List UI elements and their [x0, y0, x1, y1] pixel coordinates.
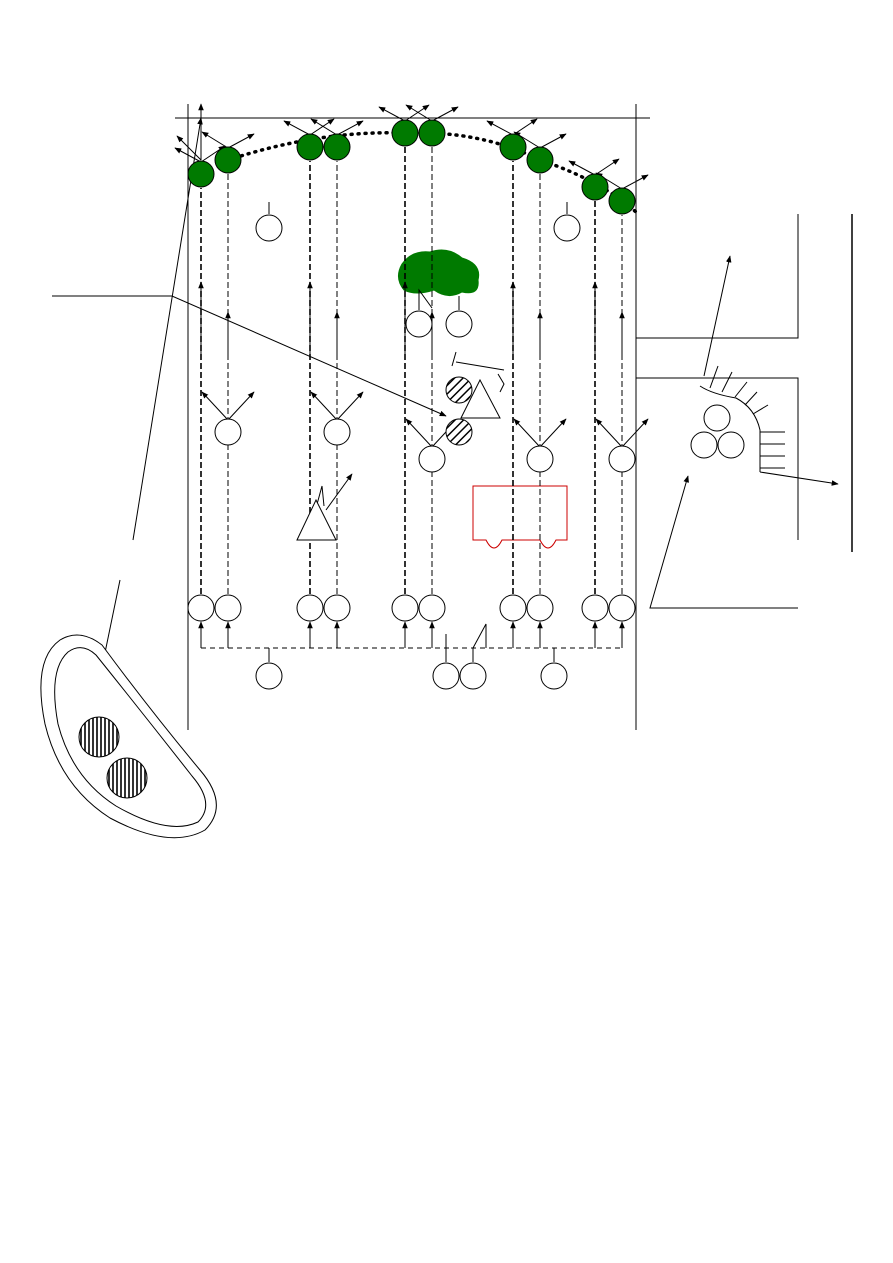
hatched-cell-1 — [445, 376, 473, 404]
open-cell-0 — [255, 214, 283, 242]
branch-cell-3 — [526, 445, 554, 473]
cluster-arrow-up — [703, 255, 732, 377]
branch-cell-0 — [214, 418, 242, 446]
branch-arrow-left-3 — [513, 418, 541, 448]
top-burst-4-3 — [621, 174, 649, 190]
branch-arrow-right-3 — [539, 418, 567, 448]
green-cell-4-b — [608, 187, 636, 215]
channel-upper — [636, 214, 799, 339]
left-pointers — [52, 117, 447, 707]
triangle-left — [296, 498, 337, 541]
top-burst-0-2 — [201, 131, 229, 149]
branch-cell-4 — [608, 445, 636, 473]
green-cell-1-a — [296, 133, 324, 161]
cluster-arrow-right — [759, 471, 839, 486]
striped-cell-2 — [106, 757, 148, 799]
top-burst-0-3 — [227, 133, 255, 149]
right-channel — [636, 214, 853, 609]
top-burst-3-0 — [486, 120, 514, 136]
top-burst-3-1 — [512, 118, 538, 136]
hatched-cell-2 — [445, 418, 473, 446]
open-cell-5 — [432, 662, 460, 690]
triangle-left-arrow — [325, 473, 353, 511]
pod-inner — [54, 647, 207, 827]
base-cell-0-a — [187, 594, 215, 622]
green-cell-2-b — [418, 119, 446, 147]
green-cell-4-a — [581, 173, 609, 201]
open-cell-6 — [459, 662, 487, 690]
cluster-cell-right — [717, 431, 745, 459]
branch-arrow-left-4 — [595, 418, 623, 448]
cluster-outline — [699, 385, 761, 472]
open-cell-7 — [540, 662, 568, 690]
lineage-columns — [174, 103, 649, 662]
base-cell-3-b — [526, 594, 554, 622]
branch-arrow-right-1 — [336, 391, 364, 421]
base-cell-1-b — [323, 594, 351, 622]
top-burst-1-0 — [283, 120, 311, 136]
green-cell-1-b — [323, 133, 351, 161]
green-cell-3-a — [499, 133, 527, 161]
branch-cell-1 — [323, 418, 351, 446]
green-cell-0-b — [214, 146, 242, 174]
top-burst-2-1 — [404, 104, 430, 122]
triangle-left-flag — [315, 485, 325, 509]
branch-arrow-left-2 — [405, 418, 433, 448]
top-burst-2-0 — [378, 106, 406, 122]
branch-arrow-left-0 — [201, 391, 229, 421]
branch-cell-2 — [418, 445, 446, 473]
branch-arrow-right-4 — [621, 418, 649, 448]
cluster-cell-left — [690, 431, 718, 459]
frame — [175, 104, 650, 730]
top-burst-4-0 — [568, 160, 596, 176]
open-cell-2 — [405, 310, 433, 338]
green-cell-2-a — [391, 119, 419, 147]
top-burst-2-2 — [405, 104, 433, 122]
base-cell-1-a — [296, 594, 324, 622]
base-cell-3-a — [499, 594, 527, 622]
branch-arrow-right-0 — [227, 391, 255, 421]
edge-arrow-2 — [176, 135, 202, 161]
base-cell-4-a — [581, 594, 609, 622]
open-cell-1 — [553, 214, 581, 242]
top-burst-3-3 — [539, 133, 567, 149]
long-pointer — [132, 117, 203, 541]
cluster-cell-top — [703, 404, 731, 432]
triangle-right-marks — [451, 351, 505, 393]
branch-arrow-left-1 — [310, 391, 338, 421]
open-cell-3 — [445, 310, 473, 338]
right-cluster — [690, 255, 839, 486]
base-cell-2-a — [391, 594, 419, 622]
base-cell-0-b — [214, 594, 242, 622]
top-burst-1-3 — [336, 120, 364, 136]
zigzag-top — [418, 288, 433, 310]
channel-lower — [636, 377, 799, 540]
cell-layer — [187, 119, 636, 690]
pod-structure — [40, 634, 217, 839]
base-cell-4-b — [608, 594, 636, 622]
base-cell-2-b — [418, 594, 446, 622]
highlight-box — [472, 485, 568, 549]
striped-cell-1 — [78, 716, 120, 758]
green-cell-0-a — [187, 160, 215, 188]
green-blob — [398, 249, 480, 296]
top-burst-2-3 — [431, 106, 459, 122]
top-burst-1-1 — [309, 118, 335, 136]
bracket-line — [649, 475, 798, 609]
open-cell-4 — [255, 662, 283, 690]
zigzag-bottom — [472, 623, 487, 649]
green-cell-3-b — [526, 146, 554, 174]
top-burst-1-2 — [310, 118, 338, 136]
top-burst-4-1 — [594, 158, 620, 176]
top-burst-0-0 — [174, 147, 202, 163]
triangle-right — [460, 378, 501, 419]
